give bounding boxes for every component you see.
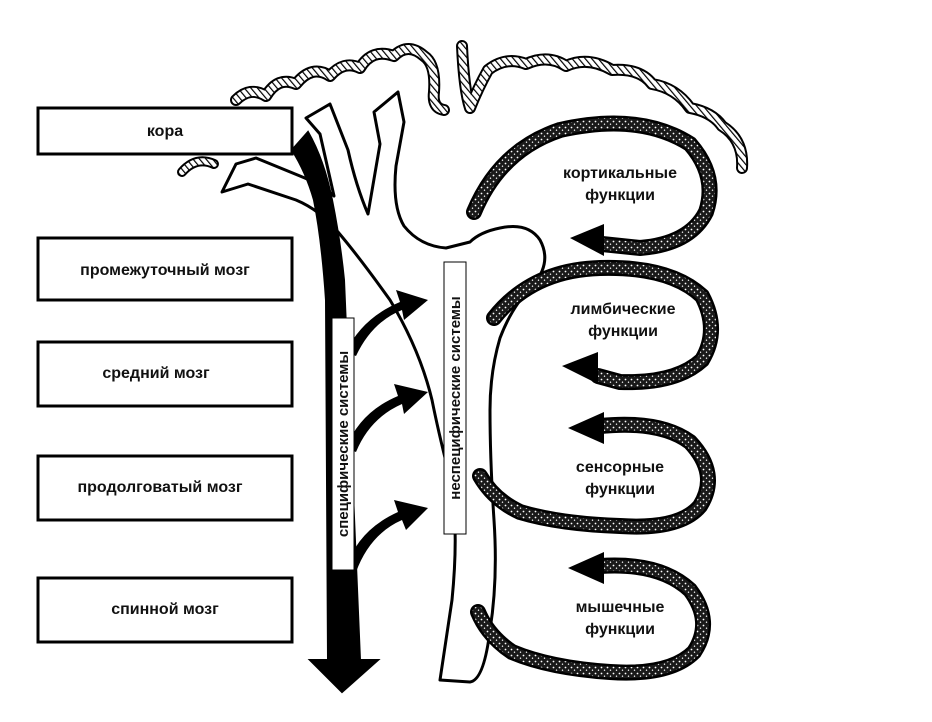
function-label-sensory: сенсорные функции: [576, 459, 664, 498]
level-label: кора: [147, 123, 183, 140]
level-box-cortex: кора: [36, 106, 294, 156]
function-label-limbic: лимбические функции: [571, 301, 676, 340]
function-loop-cortical: [466, 115, 718, 257]
function-loop-sensory: [472, 412, 716, 535]
function-label-line2: функции: [585, 481, 655, 498]
specific-systems-label: специфические системы: [331, 317, 355, 571]
function-label-line1: лимбические: [571, 301, 676, 318]
cortex-outline: [177, 40, 749, 177]
level-label: средний мозг: [102, 365, 210, 382]
function-label-line2: функции: [585, 187, 655, 204]
collateral-arrows: [346, 290, 428, 572]
level-label: спинной мозг: [111, 601, 219, 618]
nonspecific-systems-text: неспецифические системы: [447, 296, 464, 499]
level-box-diencephalon: промежуточный мозг: [36, 236, 294, 302]
function-label-muscular: мышечные функции: [576, 599, 665, 638]
level-box-medulla: продолговатый мозг: [36, 454, 294, 522]
nonspecific-systems-label: неспецифические системы: [443, 261, 467, 535]
function-label-cortical: кортикальные функции: [563, 165, 677, 204]
function-label-line2: функции: [585, 621, 655, 638]
level-box-midbrain: средний мозг: [36, 340, 294, 408]
function-label-line1: кортикальные: [563, 165, 677, 182]
function-loop-limbic: [486, 259, 719, 391]
level-label: промежуточный мозг: [80, 262, 250, 279]
level-box-spinal-cord: спинной мозг: [36, 576, 294, 644]
nonspecific-trunk: [220, 90, 547, 684]
level-label: продолговатый мозг: [77, 479, 242, 496]
specific-systems-text: специфические системы: [335, 351, 352, 537]
function-label-line2: функции: [588, 323, 658, 340]
function-label-line1: сенсорные: [576, 459, 664, 476]
function-label-line1: мышечные: [576, 599, 665, 616]
function-loop-muscular: [470, 552, 712, 681]
